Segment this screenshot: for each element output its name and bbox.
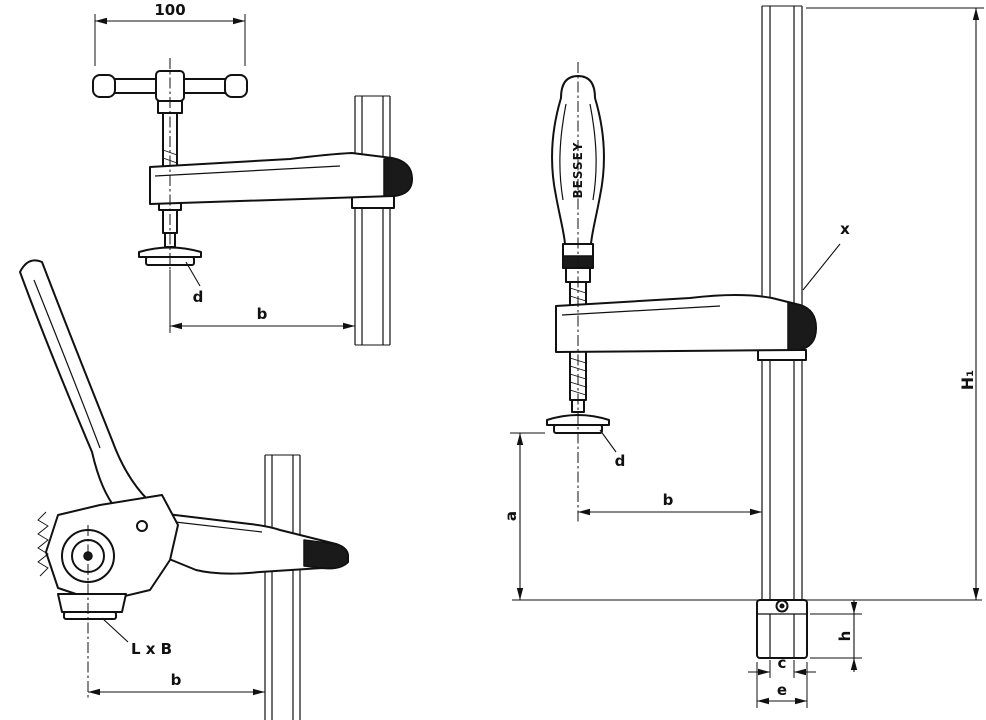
pad-label-d: d xyxy=(193,288,204,306)
pivot-housing xyxy=(37,494,179,603)
label-d-view1: d xyxy=(185,261,204,306)
label-d-view3: d xyxy=(599,429,626,470)
view-t-handle-clamp: 100 d b xyxy=(92,1,413,346)
label-lxb: L x B xyxy=(101,617,172,658)
dimension-c: c xyxy=(748,654,816,678)
rivet-center xyxy=(779,603,785,609)
sliding-arm xyxy=(149,152,413,209)
dim-label-100: 100 xyxy=(154,1,185,19)
pad-label-d: d xyxy=(615,452,626,470)
arm-nose xyxy=(303,539,349,570)
serrated-segment xyxy=(37,511,49,577)
dim-label-a: a xyxy=(502,511,520,521)
dim-label-e: e xyxy=(777,681,787,699)
dimension-e: e xyxy=(756,662,808,708)
sliding-arm xyxy=(555,294,817,361)
arm-nose xyxy=(383,157,413,197)
dimension-100: 100 xyxy=(94,1,246,66)
arm-nose xyxy=(787,301,817,351)
linkage-pin xyxy=(136,520,148,532)
dim-label-b1: b xyxy=(257,305,268,323)
dimension-h1: H₁ xyxy=(806,7,984,600)
dimension-b-view2: b xyxy=(88,671,265,696)
dim-label-c: c xyxy=(778,654,787,672)
rail-label-x: x xyxy=(840,220,850,238)
rail-profile xyxy=(264,454,301,720)
dim-label-b3: b xyxy=(663,491,674,509)
dim-label-h1: H₁ xyxy=(958,370,977,390)
lever-arm xyxy=(149,511,349,575)
view-full-clamp: BESSEY xyxy=(502,5,984,708)
dimension-b-view1: b xyxy=(169,270,355,333)
view-lever-clamp: L x B b xyxy=(19,259,349,720)
lever-handle xyxy=(19,259,149,515)
rail-end-stop xyxy=(756,599,808,659)
dim-label-b2: b xyxy=(171,671,182,689)
dimension-h: h xyxy=(810,600,862,672)
label-x: x xyxy=(802,220,850,291)
dim-label-h: h xyxy=(836,631,854,642)
rail-profile xyxy=(354,95,391,346)
pad-label-lxb: L x B xyxy=(131,640,172,658)
dimension-a: a xyxy=(502,432,545,600)
dimension-b-view3: b xyxy=(578,491,762,516)
base-pad xyxy=(57,593,127,620)
